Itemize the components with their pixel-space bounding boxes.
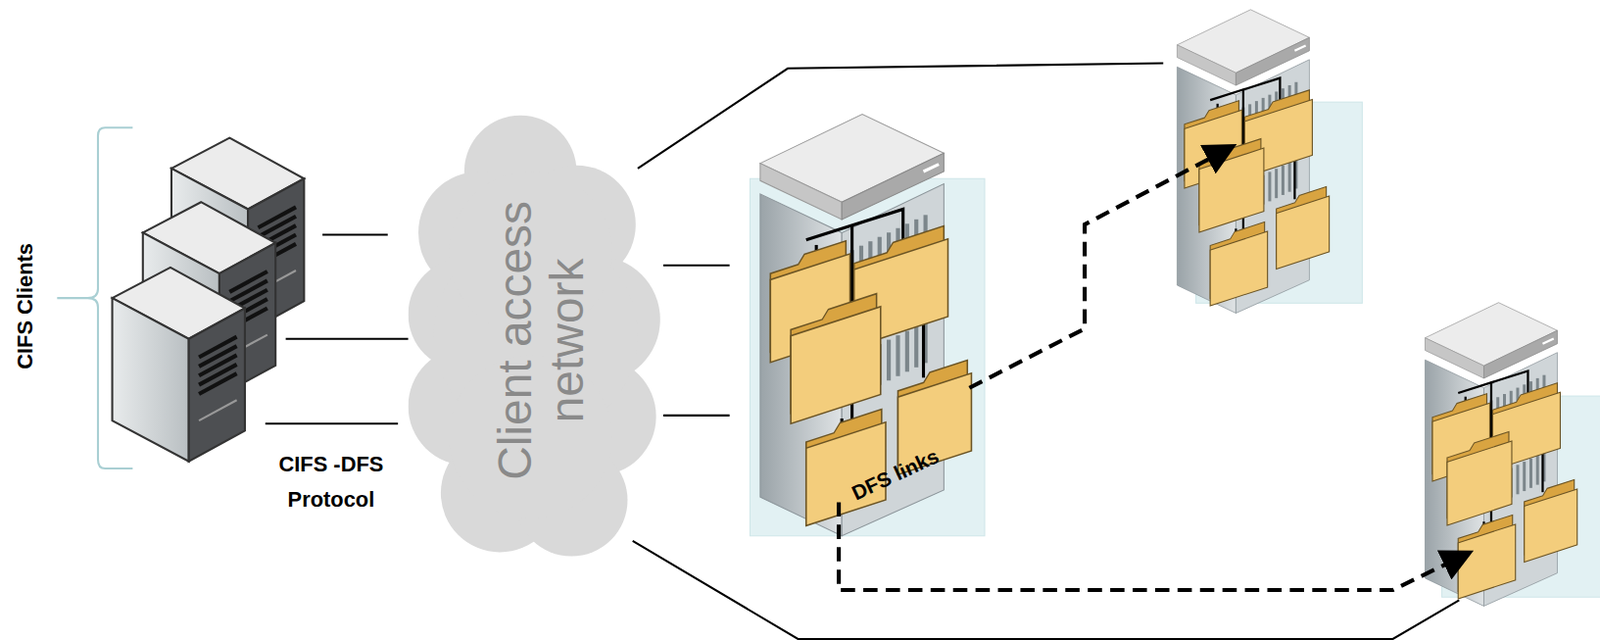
line-shape [1522,461,1526,491]
line-shape [886,339,891,382]
folder-icon [790,291,881,424]
polygon-shape [760,163,842,220]
line-shape [1536,455,1540,485]
line-shape [1267,171,1271,201]
rect-shape [1210,231,1267,306]
network-cloud: Client access network [408,109,664,559]
rect-shape [790,306,881,424]
rect-shape [1457,524,1515,599]
folder-icon [1199,138,1264,233]
folder-icon [1457,513,1515,598]
folder-icon [1524,478,1578,562]
rect-shape [1447,440,1512,526]
polygon-shape [1235,37,1310,86]
line-shape [905,331,910,373]
access-lines [265,63,1460,639]
line-shape [1293,158,1296,199]
folder-icon [1210,221,1267,306]
polygon-shape [1176,45,1236,86]
file-server [1424,302,1577,607]
line-shape [1294,46,1306,51]
network-link [286,338,409,340]
line-shape [1281,165,1285,195]
line-shape [1274,168,1278,198]
line-shape [1529,458,1533,488]
line-shape [923,164,940,172]
line-shape [1542,338,1553,343]
share-panel [749,178,985,536]
polyline-shape [806,208,904,240]
line-shape [1288,162,1292,193]
polyline-shape [1210,78,1280,100]
line-shape [921,321,925,378]
polygon-shape [112,297,190,462]
group-label: CIFS Clients [12,242,38,370]
polygon-shape [189,308,245,462]
client-tower [112,267,245,462]
line-shape [198,399,238,421]
line-shape [198,373,238,394]
polyline-shape [1457,370,1528,392]
line-shape [895,335,900,377]
line-shape [914,326,919,368]
folder-icon [1276,185,1330,269]
protocol-label: CIFS -DFS Protocol [267,446,395,516]
polygon-shape [1483,330,1557,379]
line-shape [1541,451,1544,492]
folder-icon [1447,431,1512,526]
client-servers [112,138,305,462]
polygon-shape [841,152,944,220]
dfs-link-lines [838,147,1466,590]
rect-shape [1276,195,1330,270]
file-servers [760,9,1578,607]
line-shape [1515,464,1519,494]
polygon-shape [1424,338,1484,379]
client-group: CIFS Clients [9,122,286,475]
network-label: Client access network [488,155,592,524]
rect-shape [1524,488,1578,563]
